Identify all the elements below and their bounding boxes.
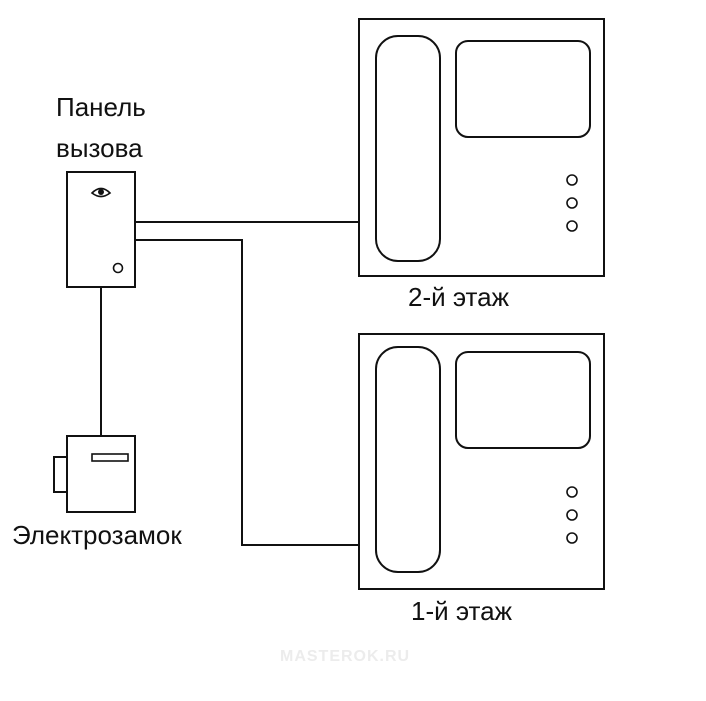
round-button-icon — [566, 509, 578, 521]
monitor-floor-1-screen — [455, 351, 591, 449]
wiring — [100, 221, 359, 546]
monitor-floor-2 — [358, 18, 605, 277]
wire-panel-to-floor1-monitor — [136, 239, 359, 546]
electric-lock-body — [66, 435, 136, 513]
monitor-floor-2-handset — [375, 35, 441, 262]
call-button-icon — [112, 262, 124, 274]
monitor-floor-1-body — [358, 333, 605, 590]
call-panel-body — [66, 171, 136, 288]
round-button-icon — [566, 197, 578, 209]
call-panel-label-line1: Панель — [56, 92, 146, 122]
monitor-floor-1-handset — [375, 346, 441, 573]
watermark: MASTEROK.RU — [280, 648, 411, 665]
call-panel — [66, 171, 136, 288]
round-button-icon — [566, 220, 578, 232]
electric-lock-label: Электрозамок — [12, 520, 182, 550]
call-panel-label-line2: вызова — [56, 133, 143, 163]
monitor-floor-2-screen — [455, 40, 591, 138]
monitor-floor-2-body — [358, 18, 605, 277]
round-button-icon — [566, 532, 578, 544]
floor-1-label: 1-й этаж — [411, 596, 513, 626]
round-button-icon — [566, 174, 578, 186]
round-button-icon — [566, 486, 578, 498]
electric-lock-slot — [91, 453, 129, 462]
camera-eye-icon — [90, 187, 112, 198]
electric-lock-bolt — [53, 456, 68, 493]
floor-2-label: 2-й этаж — [408, 282, 510, 312]
electric-lock — [53, 435, 136, 513]
monitor-floor-1 — [358, 333, 605, 590]
